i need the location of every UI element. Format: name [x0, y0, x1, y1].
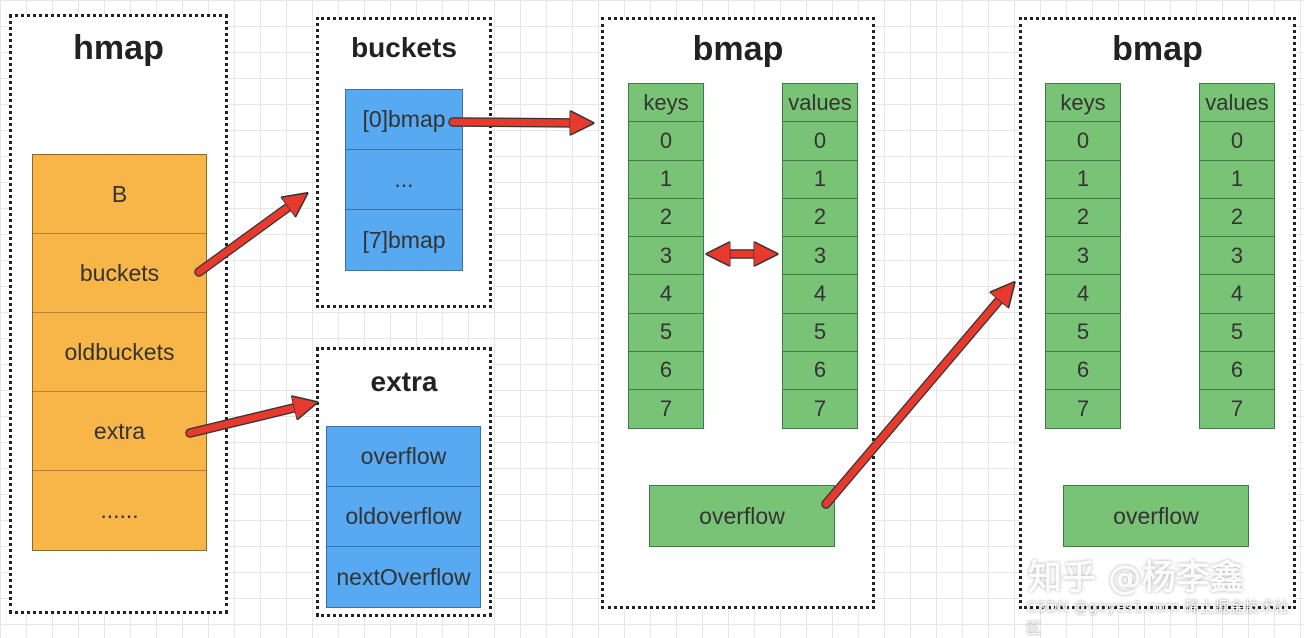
arrow-buckets	[195, 200, 298, 276]
bmap2-value-1: 1	[1200, 160, 1274, 199]
bmap2-key-4: 4	[1046, 275, 1120, 314]
bmap2-values-column: values 0 1 2 3 4 5 6 7	[1199, 83, 1275, 430]
bucket-cell-7: [7]bmap	[346, 210, 462, 270]
bmap1-value-2: 2	[783, 198, 857, 237]
bmap2-value-3: 3	[1200, 237, 1274, 276]
bmap1-key-0: 0	[629, 122, 703, 161]
bmap-title-2: bmap	[1112, 30, 1203, 68]
extra-field-overflow: overflow	[327, 427, 480, 487]
bmap1-key-6: 6	[629, 351, 703, 390]
bmap1-overflow-box: overflow	[649, 485, 835, 547]
hmap-field-extra: extra	[33, 392, 206, 471]
bmap2-value-0: 0	[1200, 122, 1274, 161]
bmap1-keys-header: keys	[629, 84, 703, 123]
arrow-overflow	[822, 291, 1007, 508]
bmap2-key-6: 6	[1046, 351, 1120, 390]
bmap2-key-5: 5	[1046, 313, 1120, 352]
bmap1-key-2: 2	[629, 198, 703, 237]
arrow-bmap	[449, 122, 582, 123]
hmap-field-oldbuckets: oldbuckets	[33, 313, 206, 392]
bmap2-value-5: 5	[1200, 313, 1274, 352]
extra-field-nextoverflow: nextOverflow	[327, 547, 480, 607]
bmap2-key-1: 1	[1046, 160, 1120, 199]
extra-fields: overflow oldoverflow nextOverflow	[326, 426, 481, 608]
bmap2-key-2: 2	[1046, 198, 1120, 237]
bmap1-value-7: 7	[783, 390, 857, 429]
bmap1-key-7: 7	[629, 390, 703, 429]
buckets-title: buckets	[351, 32, 457, 63]
bmap1-keys-column: keys 0 1 2 3 4 5 6 7	[628, 83, 704, 430]
bmap1-values-header: values	[783, 84, 857, 123]
extra-title: extra	[370, 366, 438, 397]
bmap2-keys-header: keys	[1046, 84, 1120, 123]
bmap2-keys-column: keys 0 1 2 3 4 5 6 7	[1045, 83, 1121, 430]
bmap2-values-header: values	[1200, 84, 1274, 123]
hmap-field-b: B	[33, 155, 206, 234]
hmap-title: hmap	[73, 29, 164, 67]
arrow-extra	[186, 405, 306, 437]
bmap1-key-5: 5	[629, 313, 703, 352]
hmap-fields: B buckets oldbuckets extra ......	[32, 154, 207, 551]
bmap2-value-4: 4	[1200, 275, 1274, 314]
hmap-field-buckets: buckets	[33, 234, 206, 313]
bmap2-key-7: 7	[1046, 390, 1120, 429]
bucket-cell-ellipsis: ...	[346, 150, 462, 210]
bmap1-key-3: 3	[629, 237, 703, 276]
bmap2-key-3: 3	[1046, 237, 1120, 276]
bmap1-value-5: 5	[783, 313, 857, 352]
bucket-cell-0: [0]bmap	[346, 90, 462, 150]
bmap-title-1: bmap	[692, 30, 784, 68]
bmap1-value-3: 3	[783, 237, 857, 276]
bmap2-value-6: 6	[1200, 351, 1274, 390]
bmap1-value-6: 6	[783, 351, 857, 390]
bmap2-value-7: 7	[1200, 390, 1274, 429]
arrows-layer	[185, 0, 1304, 509]
watermark-main: 知乎 @杨李鑫	[1028, 558, 1244, 598]
bmap1-value-0: 0	[783, 122, 857, 161]
extra-field-oldoverflow: oldoverflow	[327, 487, 480, 547]
bmap1-values-column: values 0 1 2 3 4 5 6 7	[782, 83, 858, 430]
bmap1-value-1: 1	[783, 160, 857, 199]
bmap2-overflow-box: overflow	[1063, 485, 1249, 547]
bmap1-key-1: 1	[629, 160, 703, 199]
bmap2-key-0: 0	[1046, 122, 1120, 161]
bmap1-value-4: 4	[783, 275, 857, 314]
buckets-array: [0]bmap ... [7]bmap	[345, 89, 463, 271]
hmap-field-more: ......	[33, 471, 206, 550]
bmap2-value-2: 2	[1200, 198, 1274, 237]
watermark-sub: CSDN @goyes1.com 稀土掘金技术社区	[1026, 598, 1290, 637]
bmap1-key-4: 4	[629, 275, 703, 314]
